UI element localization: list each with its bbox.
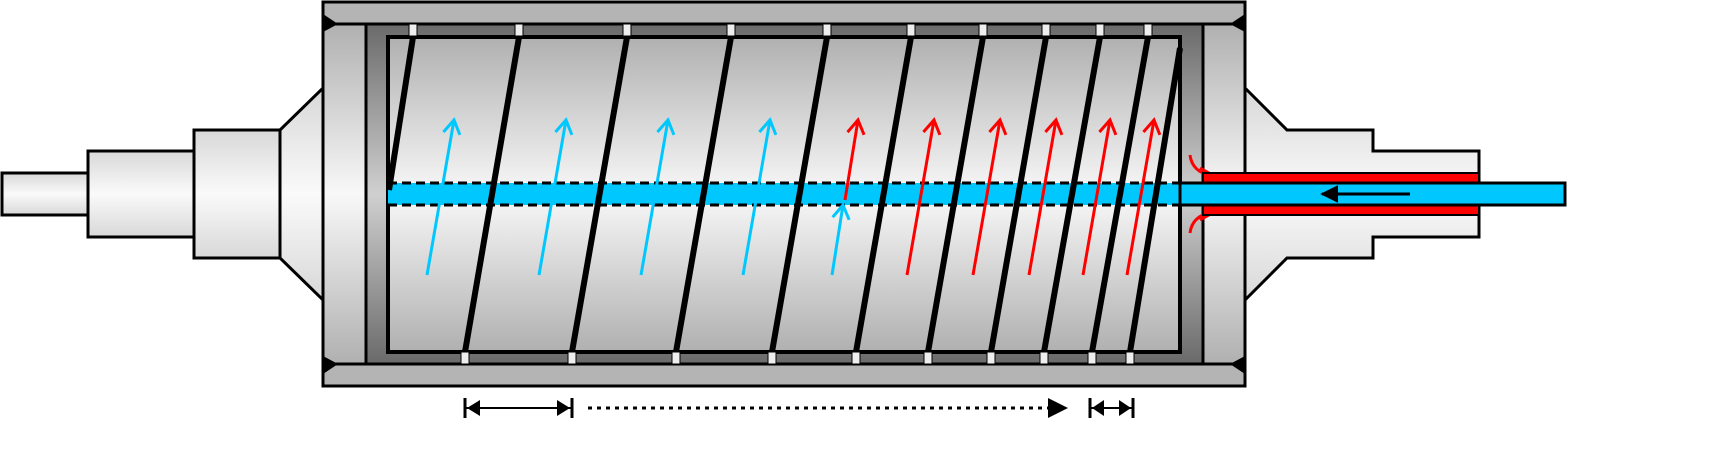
flight-marker [408,23,418,37]
cooling-arrow-head [442,117,462,136]
screw-flight [1041,36,1103,353]
flight-marker [978,23,988,37]
heating-arrow [1125,119,1156,276]
heating-arrow-head [1142,117,1162,136]
housing-top-band [321,0,1247,26]
heating-arrow [843,119,860,201]
cooling-arrow-head [831,202,851,221]
cooling-arrow [537,119,568,276]
flight-marker [767,351,777,365]
corner-notch [323,356,338,374]
heating-arrow-head [1044,117,1064,136]
shaft-step-2 [192,128,282,260]
heating-arrow-head [1098,117,1118,136]
corner-notch [1230,356,1245,374]
flight-marker [460,351,470,365]
flight-marker [851,351,861,365]
flight-marker [671,351,681,365]
dim-arrowhead [467,400,480,416]
dim-arrowhead [1092,400,1104,416]
flight-marker [567,351,577,365]
flight-marker [822,23,832,37]
coolant-channel-inner [388,183,1180,205]
corner-notch [1230,14,1245,32]
flight-marker [1041,23,1051,37]
flight-marker [622,23,632,37]
cooling-arrow-head [758,117,778,136]
cooling-arrow [425,119,456,276]
screw-flight [1089,36,1151,353]
dim-arrowhead [557,400,570,416]
left-end-plate [321,22,368,366]
screw-flight [925,36,986,353]
housing-bottom-band [321,362,1247,388]
left-cone [278,84,325,304]
shaft-end [0,171,90,217]
screw-flight [769,36,830,353]
heating-arrow-head [988,117,1008,136]
flight-marker [923,351,933,365]
heating-arrow [1081,119,1112,276]
screw-flight [853,36,914,353]
cooling-arrow-head [656,117,676,136]
heating-arrow-head [846,117,866,136]
flight-marker [906,23,916,37]
cooling-arrow [830,204,845,276]
flight-marker [726,23,736,37]
screw-flight [462,36,522,353]
dim-arrowhead [1048,398,1068,418]
cooling-arrow-head [554,117,574,136]
screw-flight [386,36,416,191]
screw-flight [569,36,630,353]
flight-marker [1087,351,1097,365]
screw-flight [1127,47,1183,353]
screw-flight [673,36,734,353]
shaft-step-1 [86,149,196,239]
flight-marker [1143,23,1153,37]
flight-marker [986,351,996,365]
flight-marker [1039,351,1049,365]
cooling-arrow [741,119,772,276]
heating-arrow [1027,119,1058,276]
flight-marker [1125,351,1135,365]
flight-marker [514,23,524,37]
corner-notch [323,14,338,32]
screw-flight [988,36,1049,353]
heating-arrow [905,119,936,276]
heating-arrow-head [922,117,942,136]
heating-arrow [971,119,1002,276]
cooling-arrow [639,119,670,276]
dim-arrowhead [1119,400,1131,416]
flight-marker [1095,23,1105,37]
